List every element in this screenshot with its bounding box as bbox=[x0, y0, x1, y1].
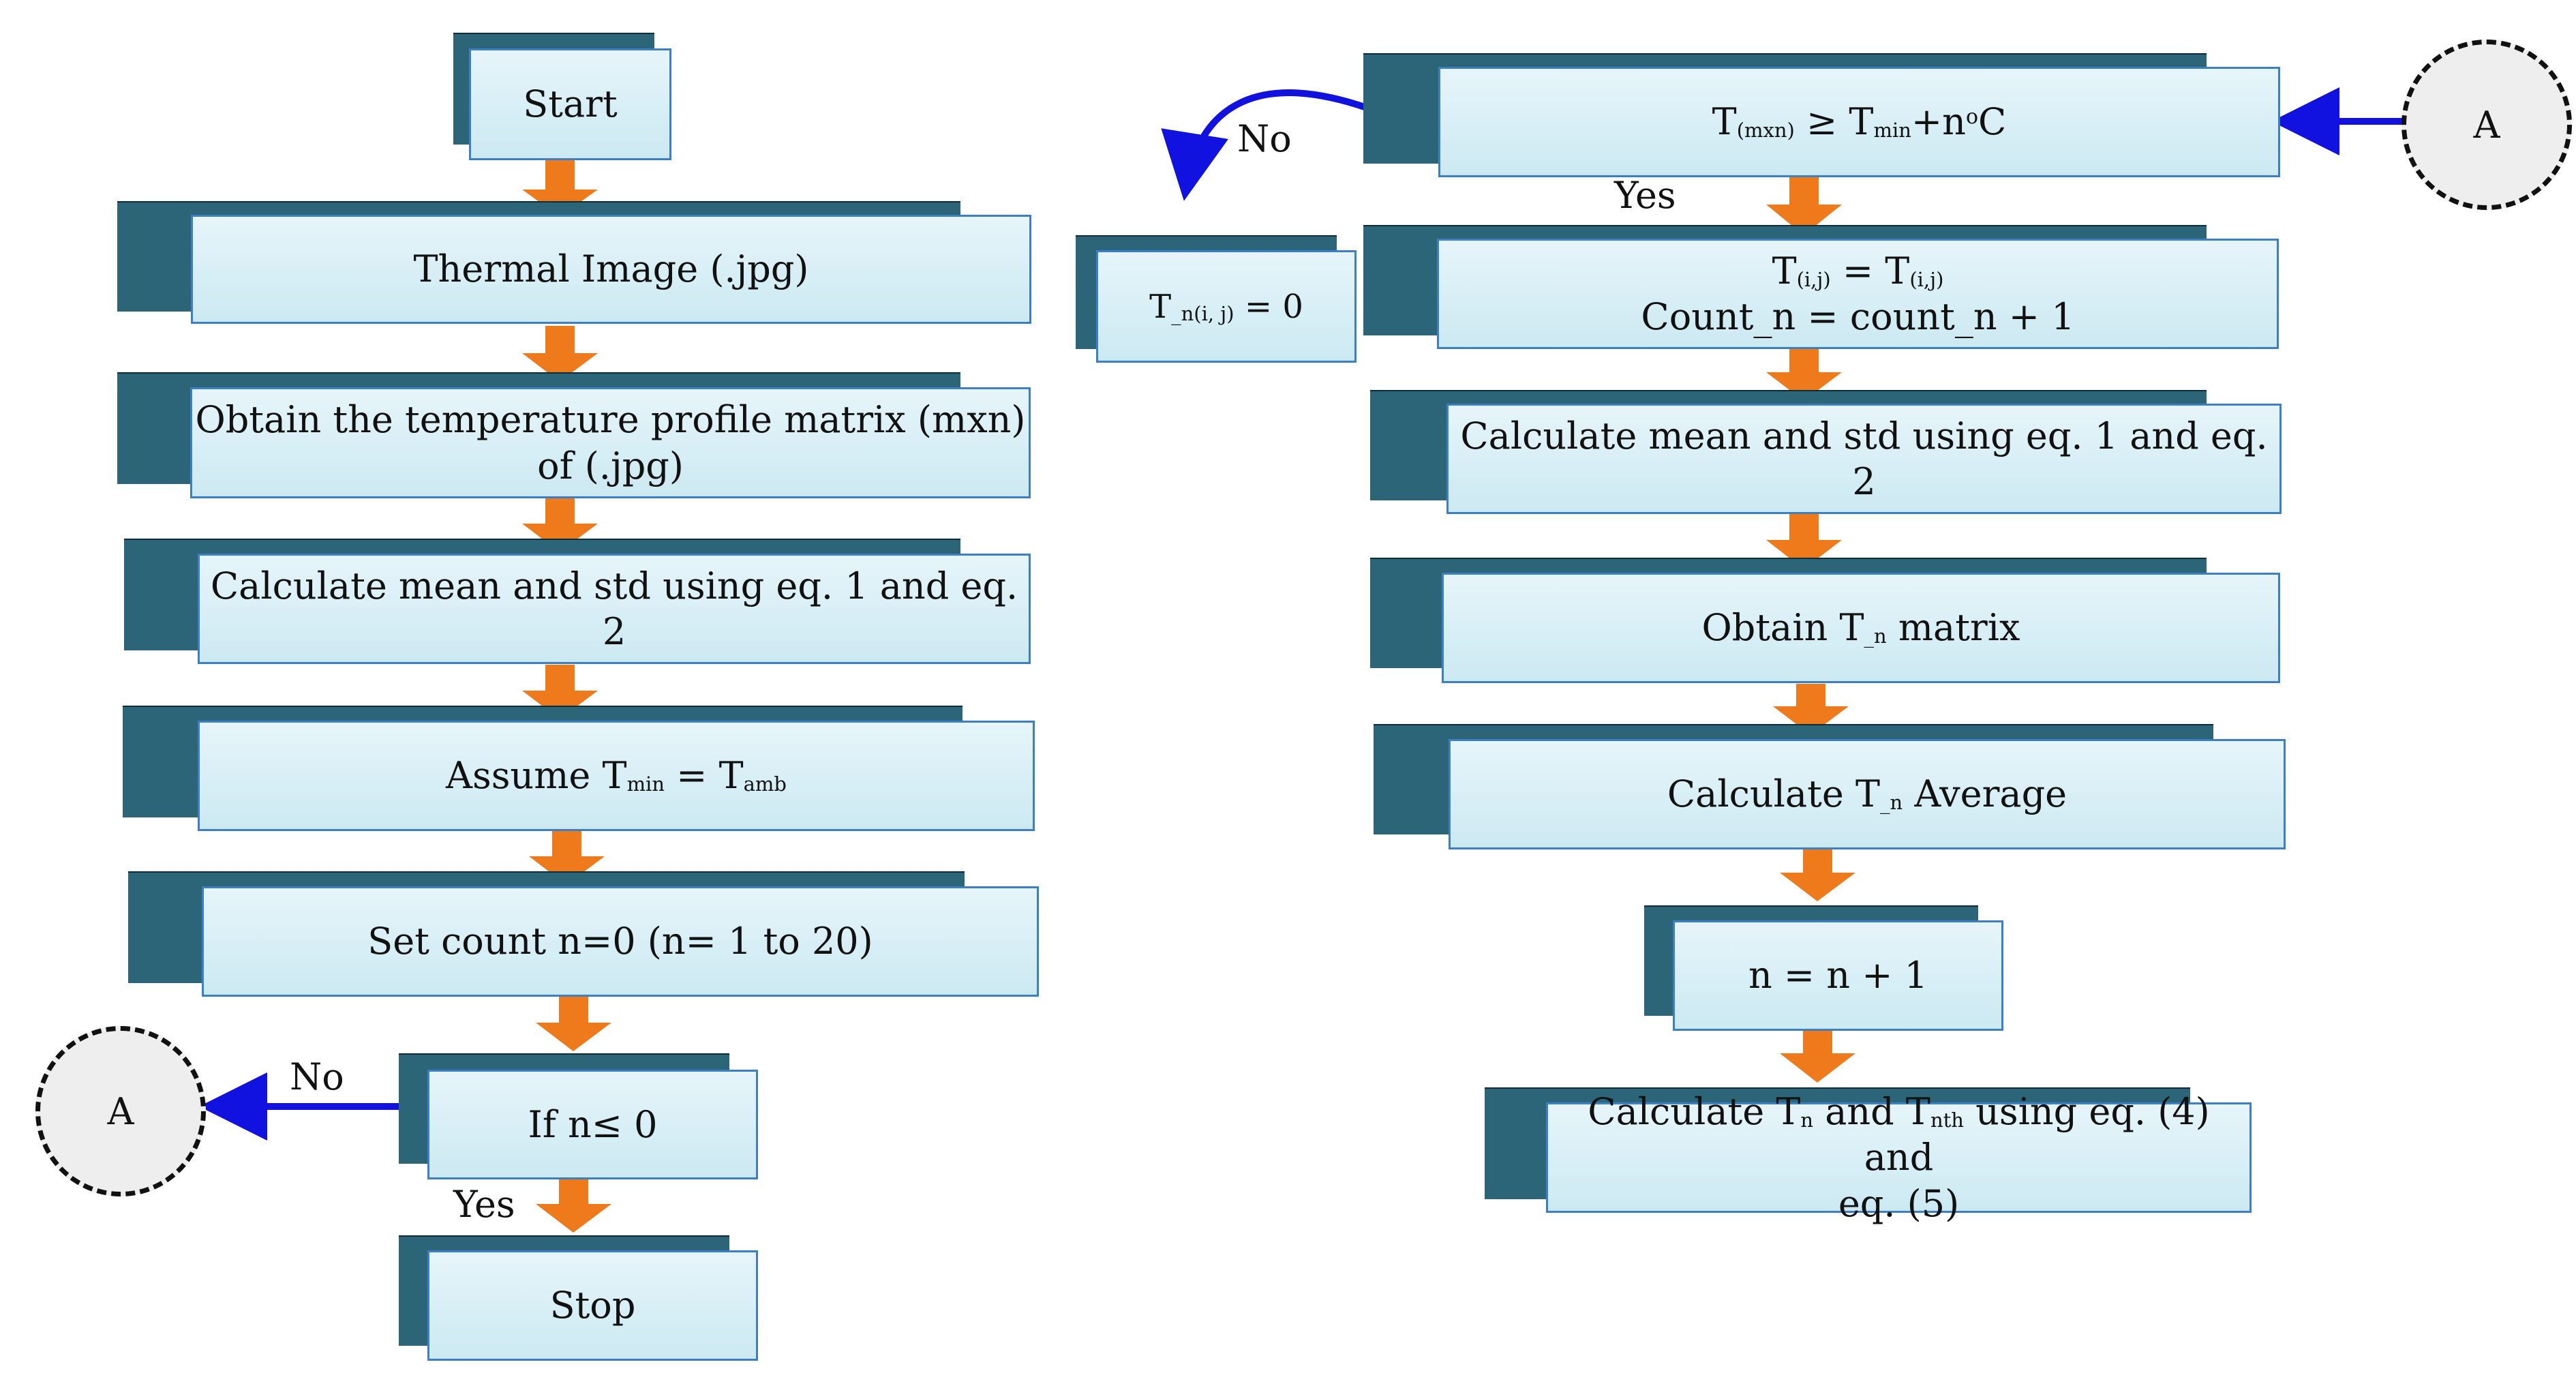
calc-mean-std-label-left: Calculate mean and std using eq. 1 and e… bbox=[210, 564, 1018, 654]
assign-label: T(i,j) = T(i,j) bbox=[1772, 249, 1944, 292]
flow-arrow-matrix-to-mean bbox=[522, 498, 598, 552]
calc-mean-std-node-right: Calculate mean and std using eq. 1 and e… bbox=[1370, 390, 2282, 514]
thermal-image-node: Thermal Image (.jpg) bbox=[117, 201, 1031, 324]
yes-label-left: Yes bbox=[453, 1183, 515, 1226]
flow-arrow-if-to-stop bbox=[536, 1179, 611, 1233]
connector-a-left-label: A bbox=[107, 1089, 134, 1133]
calc-tn-tnth-node: Calculate Tn and Tnth using eq. (4) and … bbox=[1485, 1087, 2252, 1225]
flow-arrow-mean-to-assume bbox=[522, 665, 598, 719]
calc-mean-std-node-left: Calculate mean and std using eq. 1 and e… bbox=[124, 539, 1031, 664]
assume-tmin-label: Assume Tmin = Tamb bbox=[446, 754, 787, 798]
tn-zero-label: T_n(i, j) = 0 bbox=[1149, 287, 1303, 326]
connector-a-left: A bbox=[35, 1026, 206, 1196]
obtain-tn-matrix-node: Obtain T_n matrix bbox=[1370, 558, 2280, 683]
if-condition-node: If n≤ 0 bbox=[399, 1053, 758, 1179]
calc-tn-tnth-line-2: eq. (5) bbox=[1838, 1181, 1960, 1225]
tn-zero-node: T_n(i, j) = 0 bbox=[1076, 235, 1357, 363]
obtain-matrix-line-2: of (.jpg) bbox=[537, 444, 684, 487]
start-node: Start bbox=[453, 33, 671, 160]
no-branch-arrow-curve bbox=[1161, 89, 1368, 201]
connector-a-right-label: A bbox=[2473, 103, 2500, 147]
set-count-label: Set count n=0 (n= 1 to 20) bbox=[367, 920, 873, 963]
increment-node: n = n + 1 bbox=[1644, 905, 2003, 1031]
no-label-right: No bbox=[1237, 117, 1292, 160]
calc-mean-std-label-right: Calculate mean and std using eq. 1 and e… bbox=[1460, 414, 2268, 504]
calc-tn-tnth-line-1: Calculate Tn and Tnth using eq. (4) and bbox=[1588, 1089, 2210, 1179]
assign-count-node: T(i,j) = T(i,j) Count_n = count_n + 1 bbox=[1363, 225, 2279, 349]
calc-tn-average-label: Calculate T_n Average bbox=[1667, 772, 2067, 816]
increment-label: n = n + 1 bbox=[1748, 954, 1928, 997]
obtain-matrix-line-1: Obtain the temperature profile matrix (m… bbox=[195, 398, 1026, 441]
flow-arrow-avg-to-increment bbox=[1780, 847, 1855, 901]
flow-arrow-image-to-matrix bbox=[522, 326, 598, 382]
flow-arrow-assign-to-mean bbox=[1766, 348, 1842, 401]
flow-arrow-obtain-to-avg bbox=[1773, 684, 1849, 735]
condition-node: T(mxn) ≥ Tmin+noC bbox=[1363, 53, 2280, 177]
thermal-image-label: Thermal Image (.jpg) bbox=[413, 247, 809, 291]
if-condition-label: If n≤ 0 bbox=[528, 1102, 658, 1146]
no-label-left: No bbox=[290, 1055, 344, 1098]
calc-tn-average-node: Calculate T_n Average bbox=[1374, 724, 2286, 849]
flow-arrow-increment-to-final bbox=[1780, 1029, 1855, 1083]
stop-node: Stop bbox=[399, 1235, 758, 1361]
set-count-node: Set count n=0 (n= 1 to 20) bbox=[128, 871, 1039, 997]
obtain-matrix-node: Obtain the temperature profile matrix (m… bbox=[117, 372, 1031, 498]
assume-tmin-node: Assume Tmin = Tamb bbox=[123, 706, 1035, 831]
flow-arrow-mean-to-obtain bbox=[1766, 513, 1842, 569]
flow-arrow-count-to-if bbox=[536, 997, 611, 1051]
flow-arrow-assume-to-count bbox=[529, 830, 605, 885]
start-label: Start bbox=[523, 82, 618, 126]
connector-a-right: A bbox=[2401, 40, 2572, 210]
condition-label: T(mxn) ≥ Tmin+noC bbox=[1712, 100, 2007, 144]
yes-label-right: Yes bbox=[1614, 174, 1676, 217]
stop-label: Stop bbox=[549, 1284, 636, 1327]
flow-arrow-cond-to-assign bbox=[1766, 176, 1842, 235]
obtain-tn-matrix-label: Obtain T_n matrix bbox=[1701, 606, 2020, 650]
count-update-label: Count_n = count_n + 1 bbox=[1641, 295, 2075, 338]
